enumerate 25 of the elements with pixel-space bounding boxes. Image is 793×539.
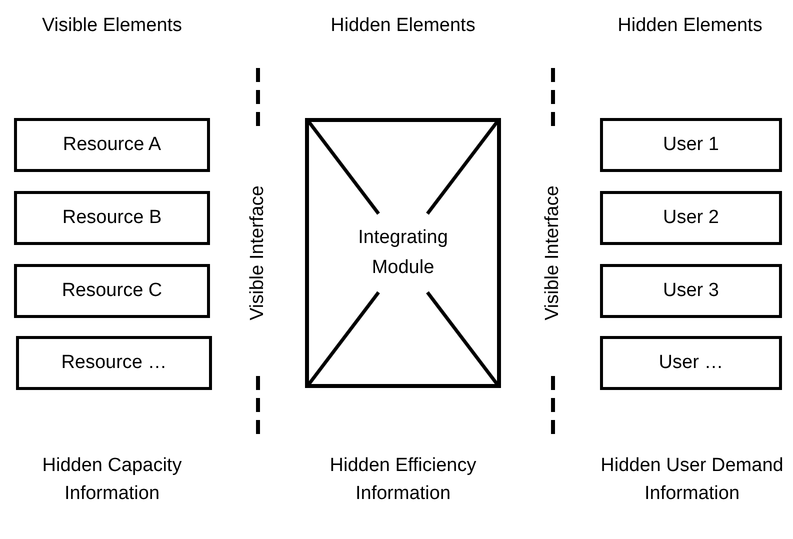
node-label: User … [658,351,724,375]
item-box [600,118,782,172]
column-heading: Visible Elements [40,14,184,38]
column-heading: Hidden Elements [330,14,476,38]
item-box [600,264,782,318]
item-box [14,191,210,245]
item-box [14,118,210,172]
item-box [600,191,782,245]
item-box [14,264,210,318]
node-label: Resource … [61,351,167,375]
column-heading: Hidden Capacity Information [41,454,183,506]
node-label: Resource C [62,279,162,303]
item-box [16,336,212,390]
column-heading: Hidden Efficiency Information [328,454,478,506]
node-label: Resource B [62,206,162,230]
node-label: User 3 [663,279,719,303]
node-label: Resource A [62,133,162,157]
node-label: User 2 [663,206,719,230]
node-label: Integrating Module [357,226,449,280]
node-label: User 1 [663,133,719,157]
interface-label: Visible Interface [246,184,269,322]
item-box [600,336,782,390]
column-heading: Hidden User Demand Information [600,454,784,506]
column-heading: Hidden Elements [616,14,764,38]
interface-label: Visible Interface [541,184,564,322]
